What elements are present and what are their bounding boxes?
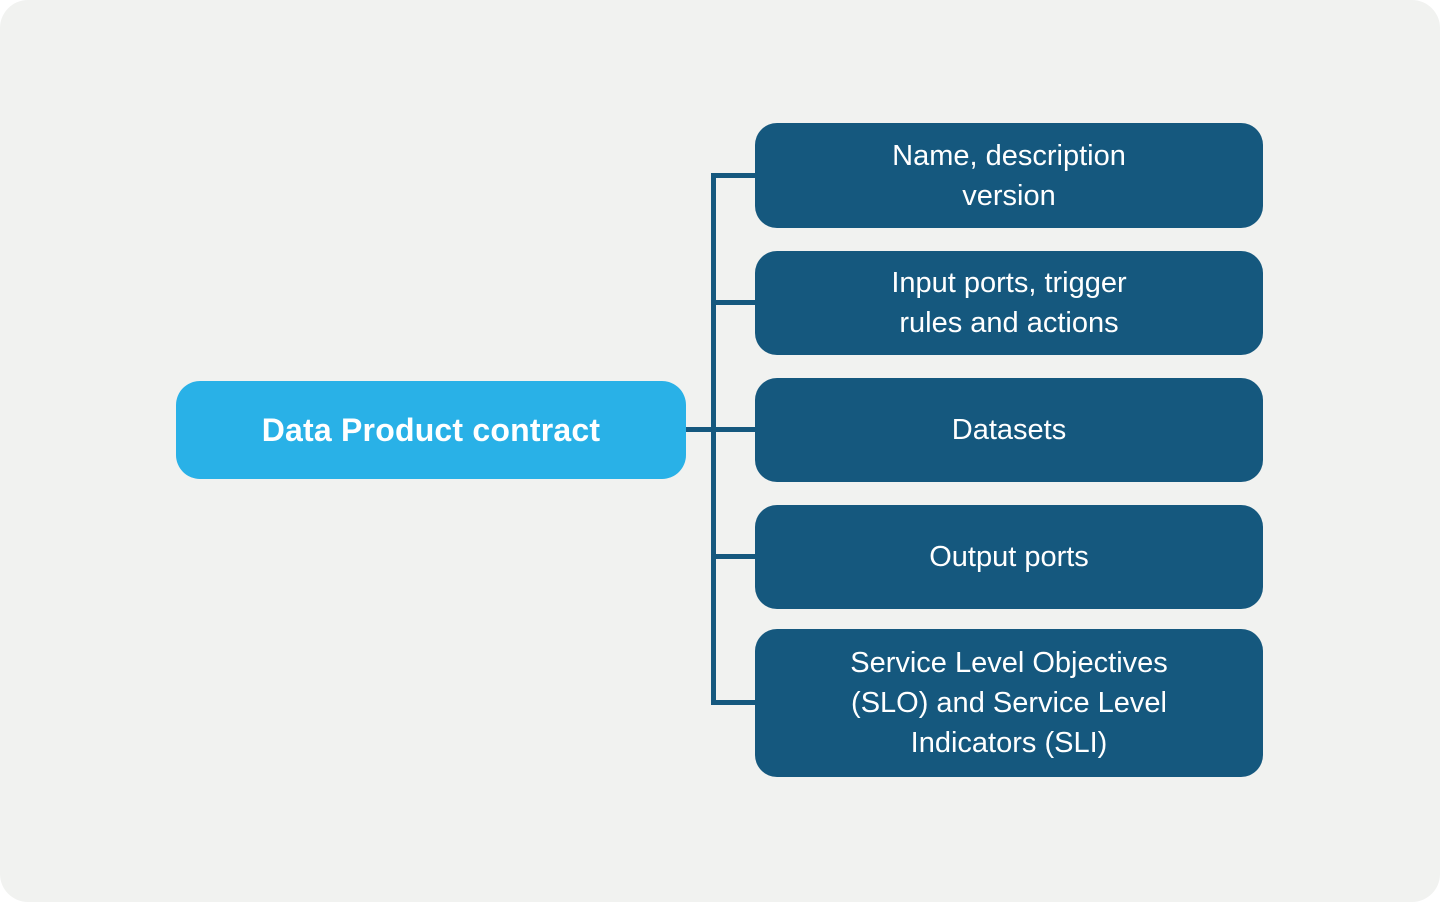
- connector-branch-4: [711, 554, 755, 559]
- connector-branch-5: [711, 700, 755, 705]
- node-output-ports-label: Output ports: [929, 541, 1089, 573]
- node-datasets: Datasets: [755, 378, 1263, 482]
- node-output-ports: Output ports: [755, 505, 1263, 609]
- node-slo-sli: Service Level Objectives (SLO) and Servi…: [755, 629, 1263, 777]
- node-name-description-version: Name, description version: [755, 123, 1263, 228]
- node-data-product-contract: Data Product contract: [176, 381, 686, 479]
- node-name-description-version-label: Name, description version: [892, 139, 1126, 212]
- connector-branch-3: [711, 427, 755, 432]
- node-data-product-contract-label: Data Product contract: [261, 411, 601, 448]
- connector-branch-2: [711, 300, 755, 305]
- node-slo-sli-label: Service Level Objectives (SLO) and Servi…: [850, 647, 1168, 759]
- node-datasets-label: Datasets: [951, 414, 1067, 446]
- connector-trunk: [711, 173, 716, 705]
- connector-root-to-trunk: [684, 427, 714, 432]
- connector-branch-1: [711, 173, 755, 178]
- node-input-ports-trigger-rules: Input ports, trigger rules and actions: [755, 251, 1263, 355]
- node-input-ports-trigger-rules-label: Input ports, trigger rules and actions: [891, 267, 1127, 339]
